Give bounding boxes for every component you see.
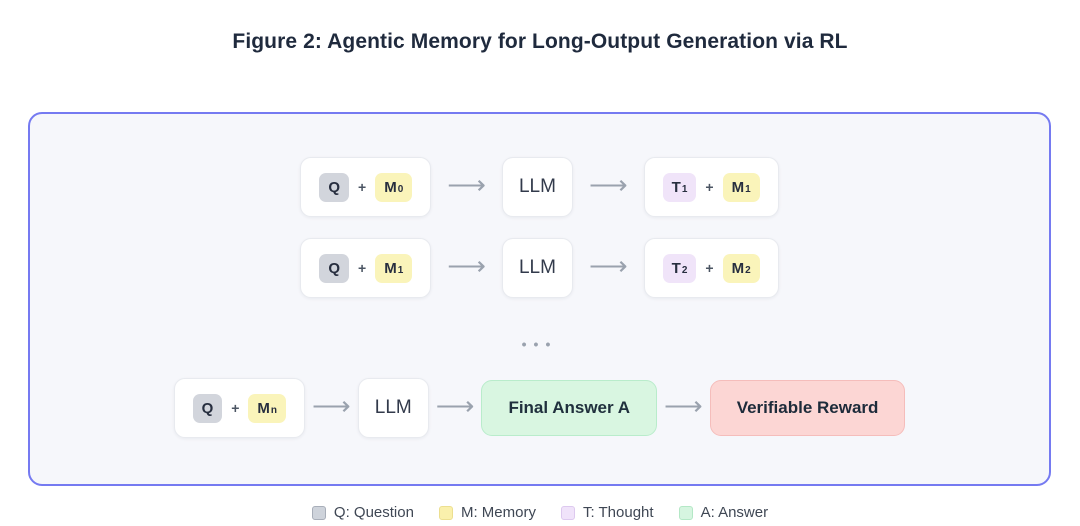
legend-item-memory: M: Memory [438, 504, 536, 521]
legend-item-question: Q: Question [311, 504, 414, 521]
legend-item-answer: A: Answer [678, 504, 769, 521]
legend-label: A: Answer [700, 504, 769, 521]
right-arrow-icon: ⟶ [312, 390, 351, 421]
answer-swatch-icon [678, 505, 693, 520]
plus-sign: + [358, 179, 367, 195]
ellipsis-dots: ••• [521, 336, 558, 352]
legend-label: T: Thought [582, 504, 654, 521]
figure-title: Figure 2: Agentic Memory for Long-Output… [232, 30, 848, 53]
plus-sign: + [358, 260, 367, 276]
question-chip: Q [192, 393, 223, 423]
chip-base: Q [201, 399, 214, 417]
question-swatch-icon [311, 505, 326, 520]
memory-swatch-icon [438, 505, 453, 520]
chip-subscript: 1 [745, 183, 751, 195]
chip-base: T [671, 259, 681, 277]
chip-subscript: 0 [397, 183, 404, 195]
right-arrow-icon: ⟶ [588, 169, 628, 200]
chip-base: Q [328, 178, 341, 196]
chip-base: M [731, 259, 745, 277]
right-arrow-icon: ⟶ [447, 169, 486, 200]
llm-box-final: LLM [357, 378, 429, 438]
chip-base: T [671, 178, 681, 196]
chip-base: Q [328, 259, 341, 277]
chip-subscript: 2 [745, 264, 751, 276]
plus-sign: + [705, 260, 714, 276]
chip-base: M [731, 178, 745, 196]
legend-label: M: Memory [460, 504, 536, 521]
chip-subscript: n [270, 404, 278, 416]
chip-subscript: 1 [397, 264, 404, 276]
legend-item-thought: T: Thought [560, 504, 654, 521]
thought-swatch-icon [560, 505, 575, 520]
right-arrow-icon: ⟶ [663, 390, 703, 421]
final-answer-box: Final Answer A [481, 380, 657, 436]
question-chip: Q [319, 172, 350, 202]
chip-base: M [384, 259, 397, 277]
chip-subscript: 2 [681, 264, 688, 276]
chip-base: M [384, 178, 397, 196]
llm-box-step-1: LLM [501, 157, 573, 217]
legend: Q: Question M: Memory T: Thought A: Answ… [0, 504, 1080, 521]
right-arrow-icon: ⟶ [435, 390, 475, 421]
chip-base: M [257, 399, 270, 417]
question-chip: Q [319, 253, 350, 283]
verifiable-reward-box: Verifiable Reward [709, 380, 906, 436]
plus-sign: + [231, 400, 240, 416]
right-arrow-icon: ⟶ [447, 250, 486, 281]
llm-box-step-2: LLM [501, 238, 573, 298]
chip-subscript: 1 [681, 183, 688, 195]
plus-sign: + [705, 179, 714, 195]
legend-label: Q: Question [333, 504, 414, 521]
right-arrow-icon: ⟶ [588, 250, 628, 281]
